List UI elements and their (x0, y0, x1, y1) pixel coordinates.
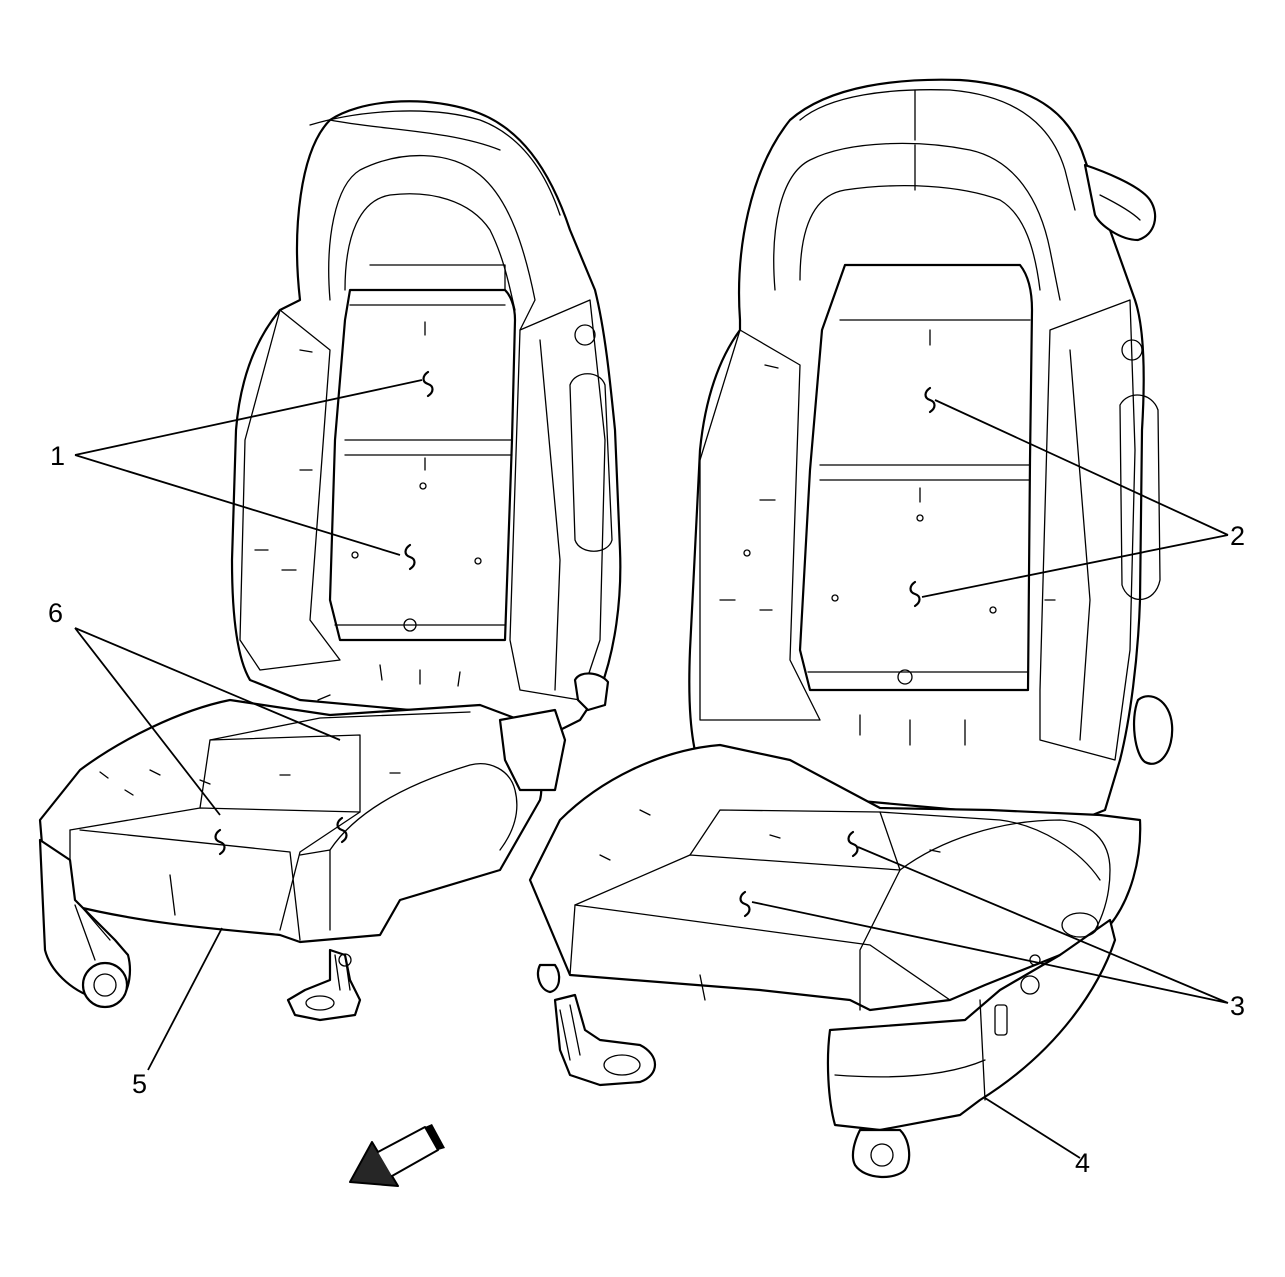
right-cushion-retainer-front (739, 890, 751, 918)
left-back-retainer-upper (422, 370, 434, 398)
right-cushion-retainer-rear (847, 830, 859, 858)
leader-3 (751, 846, 1229, 1004)
right-seat (528, 78, 1174, 1178)
callout-3: 3 (1230, 991, 1245, 1021)
right-back-retainer-upper (924, 386, 936, 414)
left-seat-cushion (38, 698, 543, 944)
right-back-retainer-lower (909, 580, 921, 608)
leader-5 (147, 927, 223, 1071)
callout-5: 5 (132, 1069, 147, 1099)
direction-arrow-icon (349, 1124, 445, 1187)
left-seat-back (230, 100, 622, 732)
callout-4: 4 (1075, 1148, 1090, 1178)
right-seat-back (688, 78, 1145, 822)
right-seat-track-cover (826, 918, 1117, 1132)
right-seat-front-foot (851, 1128, 911, 1178)
right-recline-knob (1132, 695, 1174, 765)
leader-6 (74, 627, 341, 816)
leader-4 (984, 1097, 1081, 1159)
callout-labels: 1 2 3 4 5 6 (48, 441, 1245, 1178)
leader-2 (921, 399, 1229, 598)
leader-1 (74, 379, 423, 556)
callout-1: 1 (50, 441, 65, 471)
callout-6: 6 (48, 598, 63, 628)
left-seat (38, 100, 622, 1022)
left-cushion-retainer-rear (336, 816, 348, 844)
callout-2: 2 (1230, 521, 1245, 551)
right-back-panel (798, 263, 1034, 692)
right-seat-rear-bracket (553, 993, 657, 1087)
leader-lines (74, 379, 1229, 1159)
right-seat-handle (1083, 163, 1157, 242)
left-cushion-retainer-front (214, 828, 226, 856)
left-back-panel (328, 288, 517, 642)
left-back-retainer-lower (404, 543, 416, 571)
